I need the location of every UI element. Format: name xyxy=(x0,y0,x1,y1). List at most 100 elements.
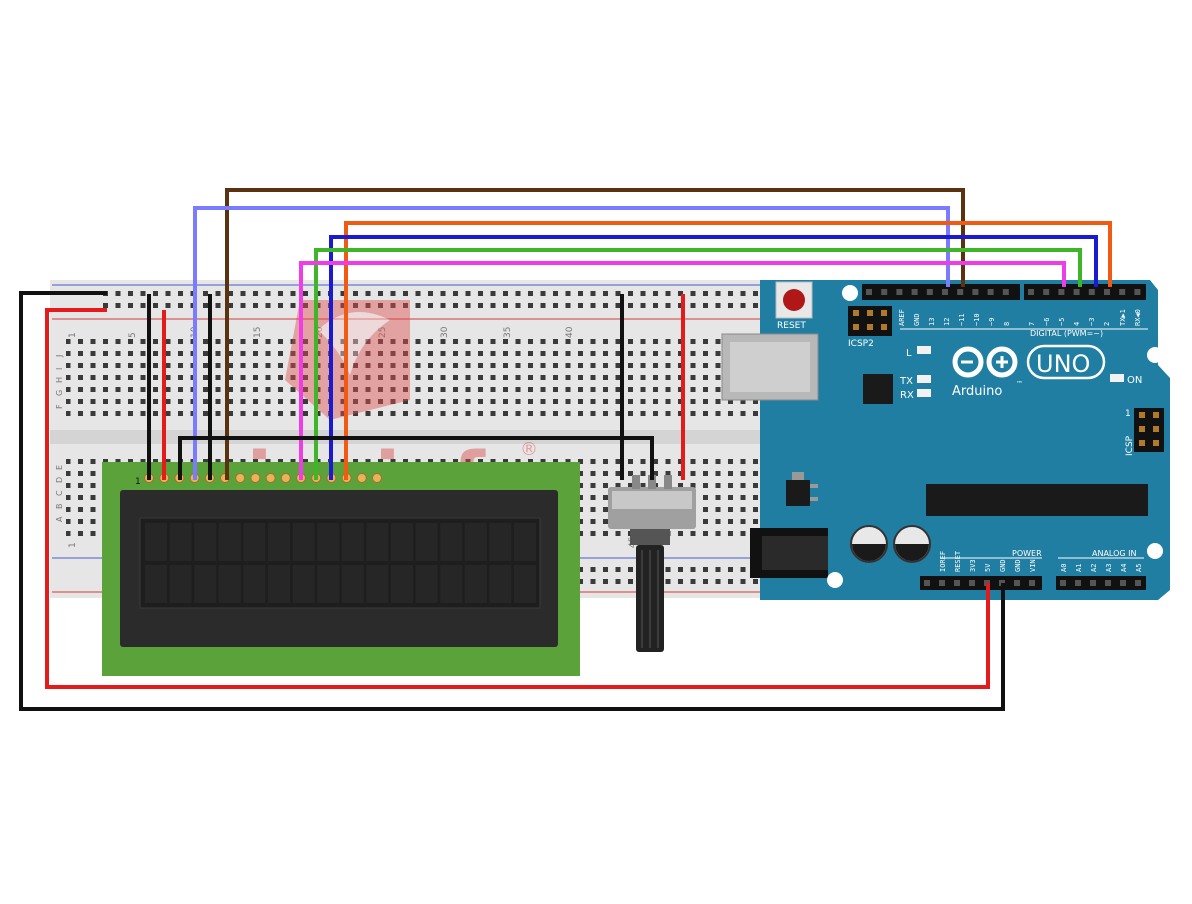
header-socket xyxy=(954,580,960,586)
lcd-cell xyxy=(464,565,487,603)
icsp-header xyxy=(1134,408,1164,452)
row-letter: H xyxy=(55,377,64,383)
led-on xyxy=(1110,374,1124,382)
lcd-cell xyxy=(169,523,192,561)
column-number: 1 xyxy=(68,542,78,548)
wire-magenta-d5 xyxy=(299,261,1066,480)
wire-blue-d3 xyxy=(329,235,1098,480)
row-letter: C xyxy=(55,490,64,496)
header-socket xyxy=(1073,289,1080,295)
lcd-cell xyxy=(145,565,167,603)
row-letter: J xyxy=(55,355,64,358)
header-socket xyxy=(1088,289,1095,295)
lcd-cell xyxy=(489,565,512,603)
digital-pin-label: 4 xyxy=(1073,322,1081,326)
header-socket xyxy=(939,580,945,586)
row-letter: D xyxy=(55,477,64,483)
power-pin-label: VIN xyxy=(1029,559,1037,572)
row-letter: A xyxy=(55,516,64,522)
led-rx-label: RX xyxy=(900,390,914,401)
header-socket xyxy=(926,289,933,295)
header-socket xyxy=(942,289,948,295)
header-socket xyxy=(1075,580,1081,586)
icsp-pin1-label: 1 xyxy=(1125,409,1131,419)
lcd-16x2-module: 1 xyxy=(102,462,580,676)
digital-pin-label: GND xyxy=(913,313,921,326)
header-socket xyxy=(1104,289,1110,295)
lcd-cell xyxy=(194,523,217,561)
lcd-cell xyxy=(292,565,315,603)
lcd-character-cells xyxy=(145,523,536,603)
column-number: 20 xyxy=(315,326,325,338)
digital-pin-label: ~6 xyxy=(1043,318,1051,326)
digital-pin-label: 13 xyxy=(928,318,936,326)
digital-pin-label: 12 xyxy=(943,318,951,326)
wire-red-arduino-5v xyxy=(45,308,990,689)
lcd-pin xyxy=(356,473,367,483)
icsp-label: ICSP xyxy=(1125,435,1135,456)
header-socket xyxy=(881,289,888,295)
analog-pin-label: A4 xyxy=(1120,564,1128,572)
usb-chip xyxy=(863,374,893,404)
arduino-brand: Arduino xyxy=(952,384,1002,399)
lcd-cell xyxy=(440,565,463,603)
column-number: 40 xyxy=(565,326,575,338)
lcd-cell xyxy=(415,523,438,561)
uno-label: UNO xyxy=(1036,350,1090,378)
analog-pin-label: A0 xyxy=(1060,564,1068,572)
column-number: 5 xyxy=(128,332,138,338)
header-socket xyxy=(1029,580,1035,586)
digital-pin-label: ~10 xyxy=(973,313,981,326)
header-socket xyxy=(1058,289,1065,295)
watermark-registered: ® xyxy=(520,439,538,460)
icsp2-label: ICSP2 xyxy=(848,339,874,349)
digital-pin-label: AREF xyxy=(898,309,906,326)
header-socket xyxy=(1119,289,1126,295)
digital-pin-label: TX▶1 xyxy=(1119,309,1127,326)
power-pin-label: 3V3 xyxy=(969,559,977,572)
column-number: 35 xyxy=(503,327,513,338)
digital-label: DIGITAL (PWM=~) xyxy=(1030,329,1103,338)
header-socket xyxy=(896,289,903,295)
header-socket xyxy=(969,580,975,586)
analog-pin-label: A2 xyxy=(1090,564,1098,572)
lcd-cell xyxy=(489,523,512,561)
row-letter: B xyxy=(55,504,64,510)
digital-pin-label: RX◀0 xyxy=(1134,309,1142,326)
led-l xyxy=(917,346,931,354)
header-socket xyxy=(1060,580,1066,586)
lcd-cell xyxy=(169,565,192,603)
header-socket xyxy=(924,580,930,586)
analog-pin-label: A1 xyxy=(1075,564,1083,572)
header-socket xyxy=(1043,289,1050,295)
column-number: 25 xyxy=(378,327,388,338)
power-pin-label: RESET xyxy=(954,550,962,572)
lcd-cell xyxy=(391,523,413,561)
lcd-pin xyxy=(265,473,276,483)
header-socket xyxy=(1135,580,1141,586)
wire-black-arduino-gnd xyxy=(19,291,1005,711)
lcd-pin xyxy=(250,473,261,483)
header-socket xyxy=(1120,580,1126,586)
column-number: 30 xyxy=(440,326,450,338)
header-socket xyxy=(1105,580,1111,586)
lcd-pin1-label: 1 xyxy=(135,477,141,487)
digital-pin-label: 2 xyxy=(1103,322,1111,326)
lcd-cell xyxy=(194,565,217,603)
header-socket xyxy=(972,289,979,295)
digital-header-right xyxy=(1024,284,1146,300)
header-socket xyxy=(1028,289,1034,295)
lcd-cell xyxy=(317,565,340,603)
analog-label: ANALOG IN xyxy=(1092,549,1137,558)
lcd-cell xyxy=(415,565,438,603)
digital-pin-label: ~3 xyxy=(1088,318,1096,326)
power-pin-label: 5V xyxy=(984,563,992,572)
digital-pin-label: ~11 xyxy=(958,313,966,326)
lcd-cell xyxy=(268,565,290,603)
analog-pin-label: A3 xyxy=(1105,564,1113,572)
led-l-label: L xyxy=(906,348,912,359)
